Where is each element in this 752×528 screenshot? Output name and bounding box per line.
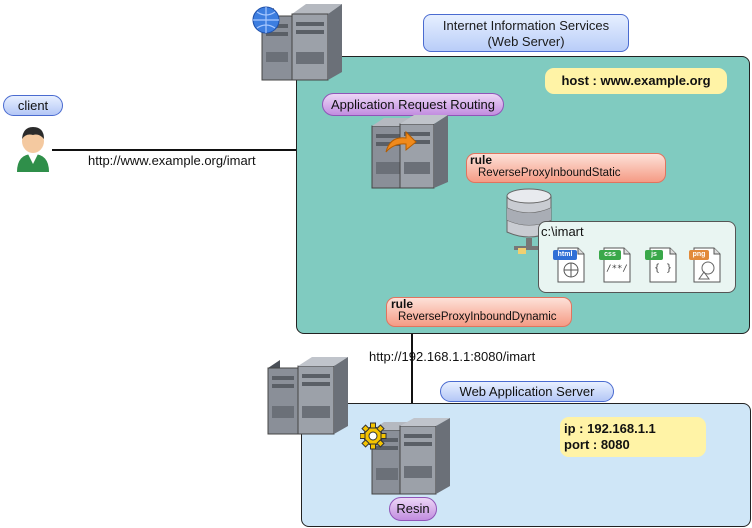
iis-title-line2: (Web Server) [487,34,565,49]
rule-dynamic-badge: rule ReverseProxyInboundDynamic [386,297,572,327]
file-png-tag: png [689,250,709,260]
rule-static-keyword: rule [470,153,493,167]
client-url-label: http://www.example.org/imart [88,153,256,168]
file-js-body: { } [653,263,673,274]
database-icon [506,188,552,254]
file-html-tag: html [553,250,577,260]
backend-url-label: http://192.168.1.1:8080/imart [369,349,536,364]
file-html: html [553,246,586,284]
curved-arrow-icon [385,130,417,153]
file-css-tag: css [599,250,621,260]
app-server-icon [267,357,348,435]
rule-static-badge: rule ReverseProxyInboundStatic [466,153,666,183]
arr-server-icon [371,115,448,189]
file-css: css /**/ [599,246,632,284]
web-server-icon [252,4,342,81]
arr-label: Application Request Routing [322,93,504,116]
iis-title-line1: Internet Information Services [442,18,610,33]
was-title: Web Application Server [440,381,614,402]
folder-path-label: c:\imart [541,224,584,239]
file-css-body: /**/ [606,264,628,274]
file-js-tag: js [645,250,663,260]
file-png: png [689,246,722,284]
client-label: client [3,95,63,116]
ip-port-label: ip : 192.168.1.1 port : 8080 [560,417,706,457]
port-label: port : 8080 [564,437,630,452]
iis-title-box: Internet Information Services (Web Serve… [423,14,629,52]
file-js: js { } [645,246,678,284]
resin-server-icon [360,418,450,495]
gear-icon [360,422,387,450]
resin-label: Resin [389,497,437,521]
image-icon [698,261,715,280]
rule-dynamic-keyword: rule [391,297,414,311]
rule-dynamic-name: ReverseProxyInboundDynamic [398,311,557,323]
ip-label: ip : 192.168.1.1 [564,421,656,436]
host-label: host : www.example.org [545,68,727,94]
user-icon [17,127,49,172]
rule-static-name: ReverseProxyInboundStatic [478,167,621,179]
